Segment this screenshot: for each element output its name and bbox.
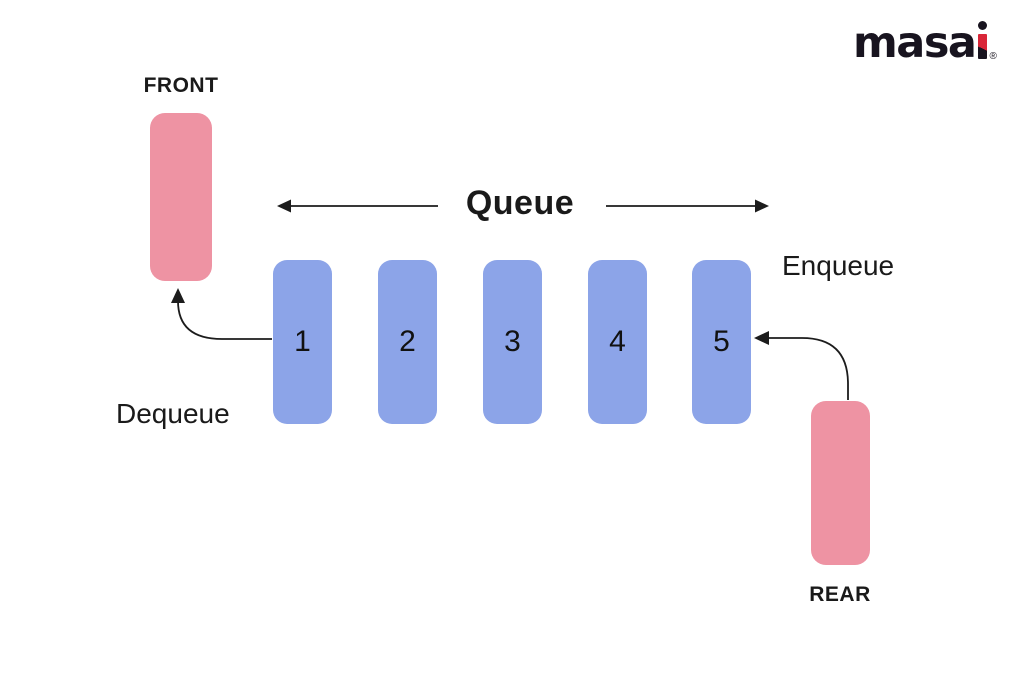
masai-logo-i-stem <box>978 34 988 59</box>
dequeue-label: Dequeue <box>116 398 230 429</box>
rear-pointer-box <box>811 401 870 565</box>
queue-cell-5: 5 <box>692 260 751 424</box>
enqueue-label: Enqueue <box>782 250 895 281</box>
masai-logo-i-dot <box>978 21 988 30</box>
masai-logo: masa ® <box>853 18 997 68</box>
dequeue-arrow-icon <box>171 288 272 340</box>
queue-span-arrow-right-icon <box>606 199 769 213</box>
queue-cell-4: 4 <box>588 260 647 424</box>
queue-cell-2: 2 <box>378 260 437 424</box>
front-label: FRONT <box>143 74 219 97</box>
masai-logo-i-glyph <box>978 21 988 59</box>
enqueue-arrow-icon <box>754 331 849 400</box>
registered-trademark-symbol: ® <box>989 51 997 62</box>
masai-logo-text: masa <box>853 18 977 68</box>
queue-title: Queue <box>465 184 575 222</box>
queue-cell-3: 3 <box>483 260 542 424</box>
front-pointer-box <box>150 113 212 281</box>
queue-cell-1: 1 <box>273 260 332 424</box>
rear-label: REAR <box>809 583 871 606</box>
queue-span-arrow-left-icon <box>277 199 438 213</box>
